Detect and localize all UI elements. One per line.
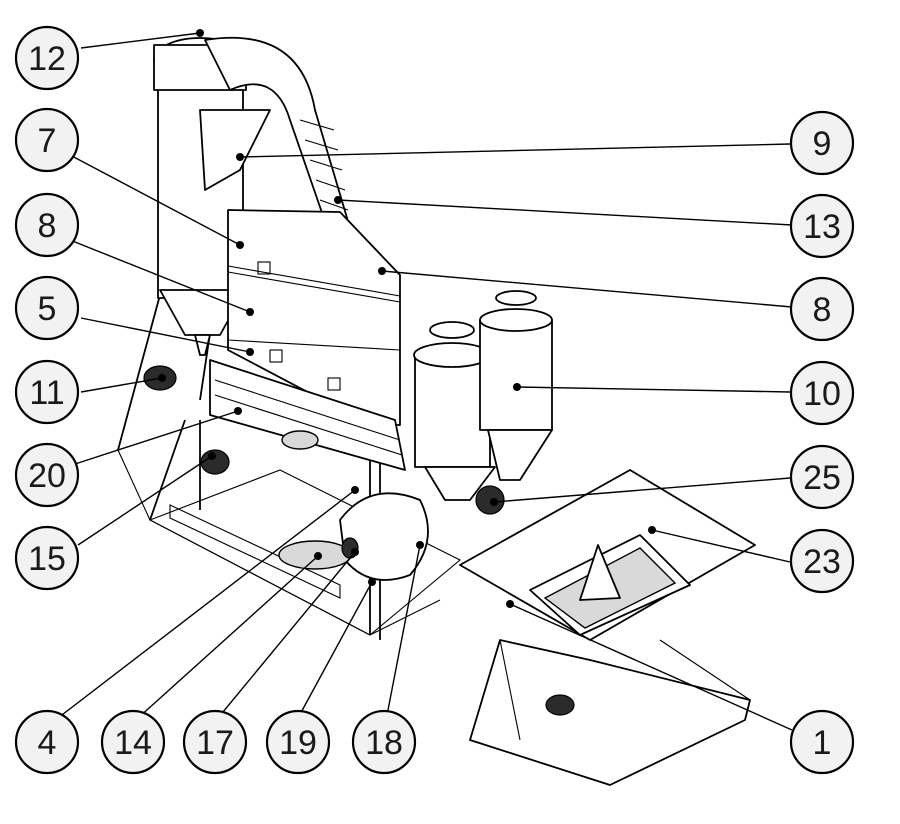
svg-text:12: 12 bbox=[28, 40, 66, 78]
callout-15: 15 bbox=[14, 525, 80, 591]
callout-5: 5 bbox=[14, 275, 80, 341]
svg-text:13: 13 bbox=[803, 208, 841, 246]
callout-4: 4 bbox=[14, 709, 80, 775]
cyclone-assembly bbox=[153, 37, 247, 356]
callout-20: 20 bbox=[14, 442, 80, 508]
callout-14: 14 bbox=[100, 709, 166, 775]
svg-text:10: 10 bbox=[803, 375, 841, 413]
svg-text:7: 7 bbox=[38, 122, 57, 160]
svg-text:8: 8 bbox=[38, 207, 57, 245]
callout-19: 19 bbox=[265, 709, 331, 775]
svg-text:19: 19 bbox=[279, 724, 317, 762]
callout-11: 11 bbox=[14, 359, 80, 425]
svg-text:17: 17 bbox=[196, 724, 234, 762]
svg-text:14: 14 bbox=[114, 724, 152, 762]
duct-assembly bbox=[199, 36, 351, 237]
callout-10: 10 bbox=[789, 360, 855, 426]
screen-deck bbox=[143, 359, 406, 475]
leader-lines bbox=[57, 29, 793, 731]
fan-assembly bbox=[278, 492, 429, 581]
svg-text:1: 1 bbox=[813, 724, 832, 762]
aspiration-chamber bbox=[227, 209, 401, 426]
callout-7: 7 bbox=[14, 107, 80, 173]
svg-text:15: 15 bbox=[28, 540, 66, 578]
machine-drawing bbox=[117, 36, 756, 786]
callout-13: 13 bbox=[789, 193, 855, 259]
callout-8-left: 8 bbox=[14, 192, 80, 258]
callout-23: 23 bbox=[789, 528, 855, 594]
svg-text:25: 25 bbox=[803, 459, 841, 497]
callout-12: 12 bbox=[14, 25, 80, 91]
twin-hoppers bbox=[413, 290, 553, 515]
svg-text:18: 18 bbox=[365, 724, 403, 762]
svg-text:5: 5 bbox=[38, 290, 57, 328]
svg-text:20: 20 bbox=[28, 457, 66, 495]
callout-17: 17 bbox=[182, 709, 248, 775]
callout-1: 1 bbox=[789, 709, 855, 775]
svg-text:9: 9 bbox=[813, 125, 832, 163]
svg-text:11: 11 bbox=[29, 374, 64, 412]
callout-8-right: 8 bbox=[789, 276, 855, 342]
callout-25: 25 bbox=[789, 444, 855, 510]
feed-hopper bbox=[459, 469, 756, 786]
svg-text:8: 8 bbox=[813, 291, 832, 329]
svg-text:23: 23 bbox=[803, 543, 841, 581]
callout-18: 18 bbox=[351, 709, 417, 775]
svg-text:4: 4 bbox=[38, 724, 57, 762]
callout-9: 9 bbox=[789, 110, 855, 176]
